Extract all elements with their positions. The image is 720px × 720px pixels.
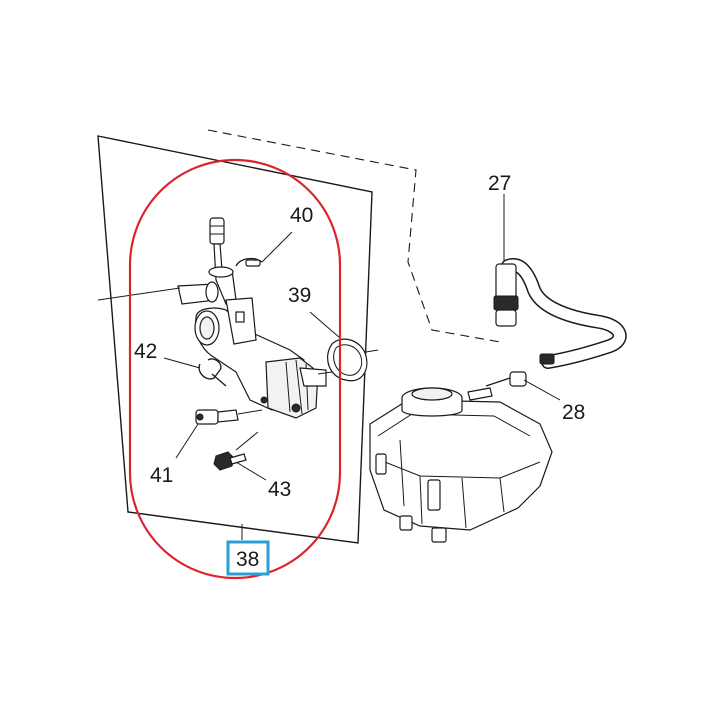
thermostat-housing-icon	[177, 217, 327, 419]
leader-41	[175, 423, 199, 459]
spring-clip-icon	[198, 358, 227, 387]
callout-28: 28	[562, 401, 585, 424]
callout-42: 42	[134, 340, 157, 363]
callout-40: 40	[290, 204, 313, 227]
leader-42	[163, 357, 201, 369]
leader-43	[235, 461, 267, 481]
leader-39	[309, 311, 341, 339]
coolant-hose-icon	[493, 258, 627, 369]
axis-line	[97, 287, 181, 301]
temperature-sensor-icon	[195, 409, 263, 425]
callout-38-box	[226, 540, 270, 576]
retaining-clip-icon	[235, 257, 263, 267]
bolt-icon	[213, 431, 259, 471]
leader-28	[523, 379, 561, 401]
hose-clamp-icon	[485, 371, 527, 387]
callout-39: 39	[288, 284, 311, 307]
coolant-reservoir-icon	[369, 387, 553, 543]
callout-38: 38	[236, 548, 259, 571]
leader-40	[261, 231, 293, 263]
callout-43: 43	[268, 478, 291, 501]
axis-line	[317, 371, 333, 375]
highlight-outline	[128, 158, 342, 580]
callout-27: 27	[488, 172, 511, 195]
dashed-connection-lines	[207, 129, 501, 343]
gasket-seal-icon	[327, 338, 379, 382]
callout-41: 41	[150, 464, 173, 487]
